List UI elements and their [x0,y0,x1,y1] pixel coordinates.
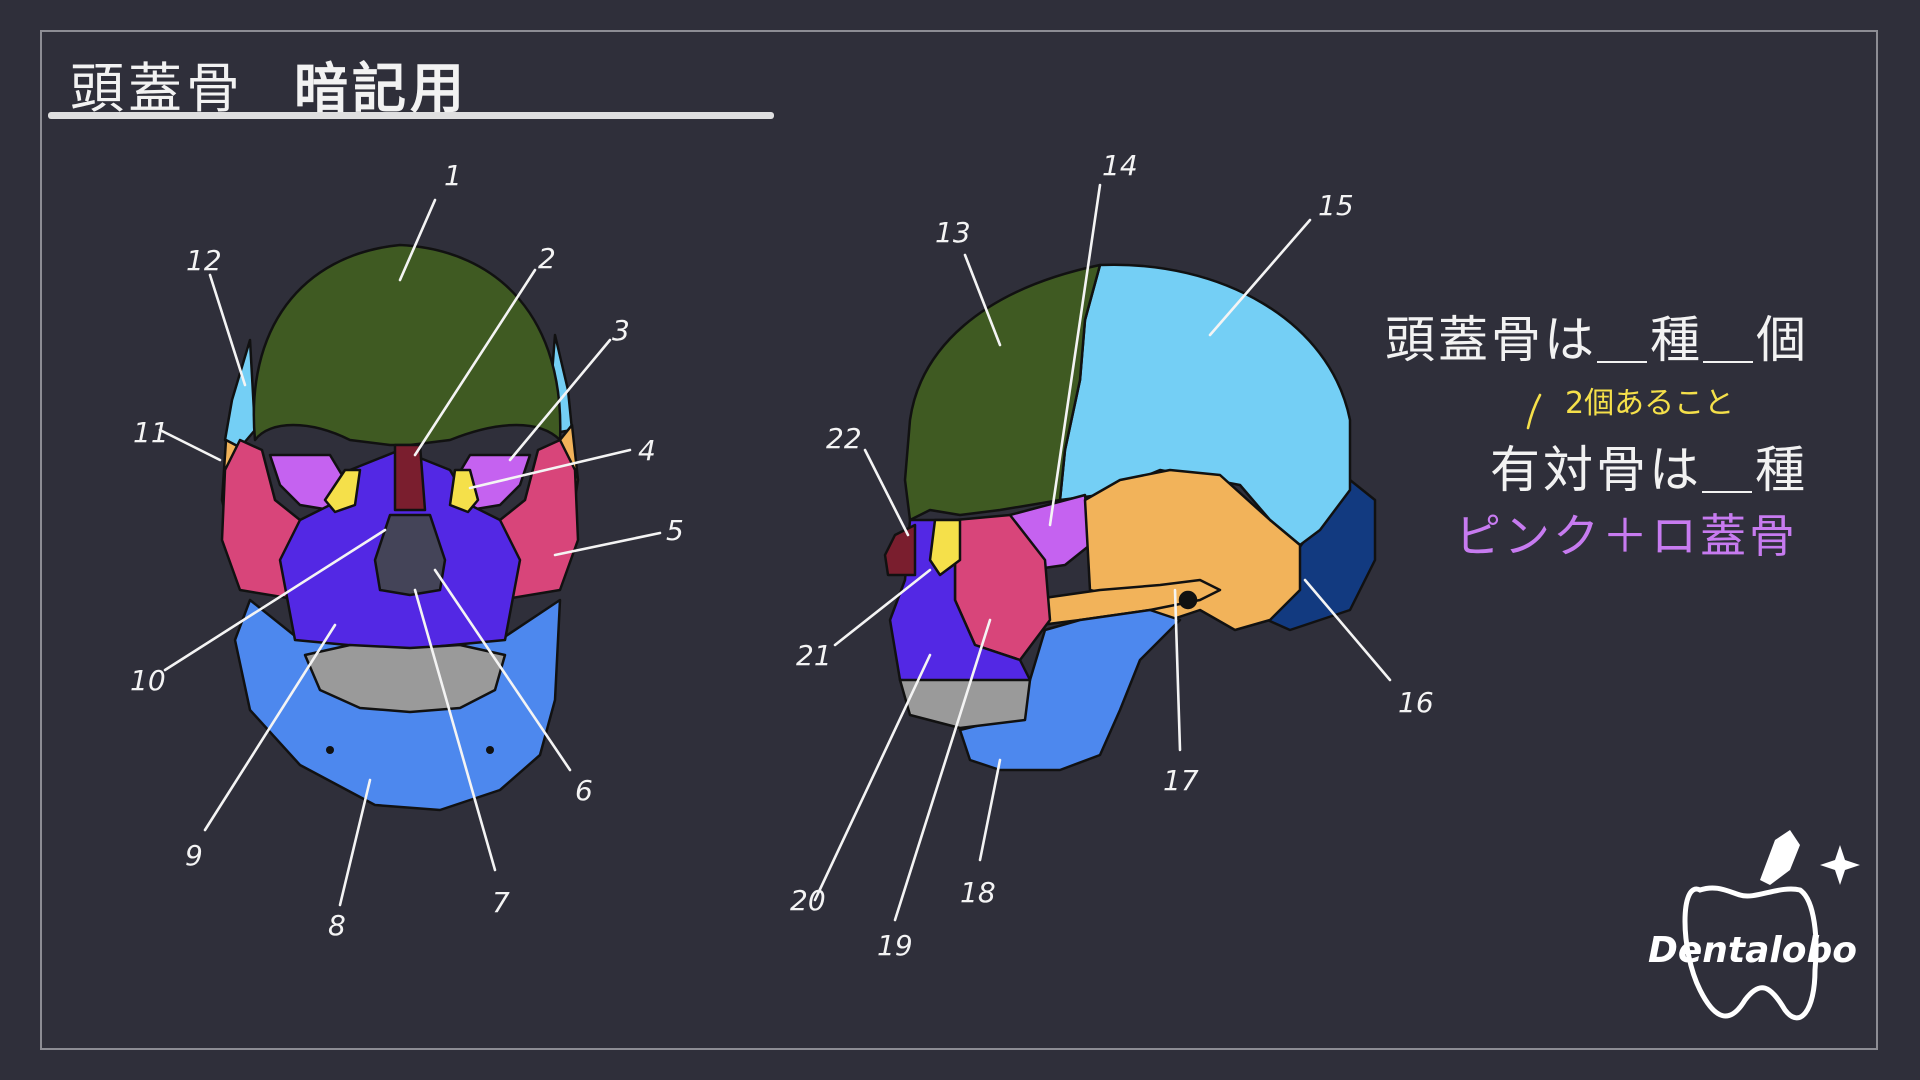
front-nasal-cavity [373,513,447,597]
title-underline [48,112,774,119]
label-9: 9 [185,839,203,872]
slide-frame [40,30,1878,1050]
question-note: 2個あること [1565,386,1735,421]
label-4: 4 [638,434,656,467]
label-17: 17 [1163,764,1199,797]
label-1: 1 [444,159,462,192]
side-zygomatic-arch [1028,578,1222,627]
label-5: 5 [666,514,684,547]
front-parietal-left [223,338,257,452]
side-ear-hole [1178,590,1198,610]
label-3: 3 [612,314,630,347]
label-11: 11 [133,416,169,449]
label-12: 12 [186,244,222,277]
front-foramen-left [326,746,334,754]
brand-logo-text: Dentalobo [1648,930,1858,971]
question-line-3: ピンク＋ロ蓋骨 [1455,509,1798,563]
page-title: 頭蓋骨暗記用 [70,44,468,123]
side-mandible [958,608,1182,772]
label-15: 15 [1318,189,1354,222]
label-18: 18 [960,876,996,909]
label-19: 19 [877,929,913,962]
title-sub: 暗記用 [294,57,468,120]
question-line-1: 頭蓋骨は＿種＿個 [1385,311,1809,369]
label-16: 16 [1398,686,1434,719]
side-nasal [883,523,917,577]
front-lacrimal-right [448,468,480,514]
label-7: 7 [492,886,510,919]
label-10: 10 [130,664,166,697]
number-labels: 1 2 3 4 5 6 7 8 9 10 11 12 13 14 15 16 1… [130,149,1434,962]
front-skull [220,243,580,812]
title-main: 頭蓋骨 [70,57,244,120]
label-21: 21 [796,639,832,672]
side-frontal [903,263,1102,522]
label-22: 22 [826,422,862,455]
label-13: 13 [935,216,971,249]
front-frontal [252,243,562,447]
front-teeth [303,643,507,714]
label-2: 2 [538,242,556,275]
label-20: 20 [790,884,826,917]
side-skull [883,263,1377,772]
leader-lines [158,183,1392,922]
side-lacrimal [928,518,962,577]
front-nasal [393,443,427,512]
label-14: 14 [1102,149,1138,182]
side-teeth [898,678,1032,730]
label-6: 6 [575,774,593,807]
question-line-2: 有対骨は＿種 [1490,441,1808,499]
logo-mark [1682,830,1860,1021]
front-lacrimal-left [323,468,362,514]
front-foramen-right [486,746,494,754]
label-8: 8 [328,909,346,942]
